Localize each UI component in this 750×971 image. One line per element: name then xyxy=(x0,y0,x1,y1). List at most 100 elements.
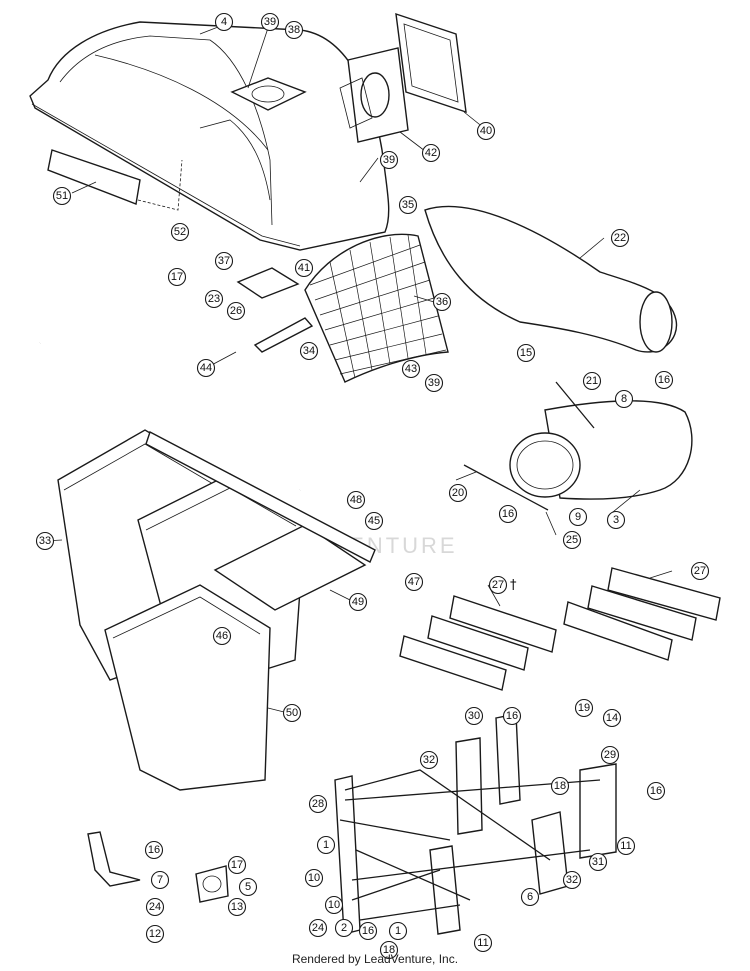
plate-41 xyxy=(236,267,300,299)
svg-text:35: 35 xyxy=(402,199,414,211)
svg-text:41: 41 xyxy=(298,262,310,274)
svg-text:16: 16 xyxy=(148,844,160,856)
callout-1b[interactable]: 1 xyxy=(388,921,408,941)
callout-25[interactable]: 25 xyxy=(562,530,582,550)
callout-38[interactable]: 38 xyxy=(284,20,304,40)
svg-text:4: 4 xyxy=(221,16,227,28)
callout-14[interactable]: 14 xyxy=(602,708,622,728)
svg-text:49: 49 xyxy=(352,596,364,608)
callout-16c[interactable]: 16 xyxy=(502,706,522,726)
callout-26[interactable]: 26 xyxy=(226,301,246,321)
chute-tube-upper xyxy=(424,205,678,353)
callout-15[interactable]: 15 xyxy=(516,343,536,363)
callout-20[interactable]: 20 xyxy=(448,483,468,503)
callout-41[interactable]: 41 xyxy=(294,258,314,278)
callout-2[interactable]: 2 xyxy=(334,918,354,938)
callout-22[interactable]: 22 xyxy=(610,228,630,248)
callout-49[interactable]: 49 xyxy=(348,592,368,612)
callout-35[interactable]: 35 xyxy=(398,195,418,215)
callout-31[interactable]: 31 xyxy=(588,852,608,872)
callout-12[interactable]: 12 xyxy=(145,924,165,944)
svg-text:37: 37 xyxy=(218,255,230,267)
credit-text: Rendered by LeadVenture, Inc. xyxy=(291,952,459,966)
callout-40[interactable]: 40 xyxy=(476,121,496,141)
callout-39[interactable]: 39 xyxy=(260,12,280,32)
callout-17[interactable]: 17 xyxy=(167,267,187,287)
svg-text:21: 21 xyxy=(586,375,598,387)
callout-32b[interactable]: 32 xyxy=(562,870,582,890)
callout-28[interactable]: 28 xyxy=(308,794,328,814)
callout-43[interactable]: 43 xyxy=(401,359,421,379)
callout-23[interactable]: 23 xyxy=(204,289,224,309)
svg-text:29: 29 xyxy=(604,749,616,761)
callout-6[interactable]: 6 xyxy=(520,887,540,907)
svg-text:18: 18 xyxy=(383,944,395,956)
callout-5[interactable]: 5 xyxy=(238,877,258,897)
callout-45[interactable]: 45 xyxy=(364,511,384,531)
callout-1a[interactable]: 1 xyxy=(316,835,336,855)
callout-46[interactable]: 46 xyxy=(212,626,232,646)
callout-27a[interactable]: 27 xyxy=(488,575,508,595)
gasket xyxy=(395,12,467,114)
callout-36[interactable]: 36 xyxy=(432,292,452,312)
svg-text:17: 17 xyxy=(171,271,183,283)
svg-text:9: 9 xyxy=(575,511,581,523)
callout-30[interactable]: 30 xyxy=(464,706,484,726)
svg-text:48: 48 xyxy=(350,494,362,506)
callout-13[interactable]: 13 xyxy=(227,897,247,917)
callout-37[interactable]: 37 xyxy=(214,251,234,271)
callout-18a[interactable]: 18 xyxy=(550,776,570,796)
callout-24a[interactable]: 24 xyxy=(308,918,328,938)
callout-24b[interactable]: 24 xyxy=(145,897,165,917)
callout-27b[interactable]: 27 xyxy=(690,561,710,581)
svg-text:16: 16 xyxy=(658,374,670,386)
svg-text:22: 22 xyxy=(614,232,626,244)
leader-lines xyxy=(43,21,673,714)
callout-21[interactable]: 21 xyxy=(582,371,602,391)
callout-44[interactable]: 44 xyxy=(196,358,216,378)
callout-51[interactable]: 51 xyxy=(52,186,72,206)
callout-9[interactable]: 9 xyxy=(568,507,588,527)
callout-16a[interactable]: 16 xyxy=(654,370,674,390)
callout-8[interactable]: 8 xyxy=(614,389,634,409)
rod-21 xyxy=(555,381,595,429)
callout-16e[interactable]: 16 xyxy=(358,921,378,941)
callout-4[interactable]: 4 xyxy=(214,12,234,32)
callout-18b[interactable]: 18 xyxy=(379,940,399,960)
bag-frame-49 xyxy=(213,524,367,611)
callout-32a[interactable]: 32 xyxy=(419,750,439,770)
callout-33[interactable]: 33 xyxy=(35,531,55,551)
callout-7[interactable]: 7 xyxy=(150,870,170,890)
svg-text:20: 20 xyxy=(452,487,464,499)
svg-text:14: 14 xyxy=(606,712,618,724)
callout-11b[interactable]: 11 xyxy=(473,933,493,953)
callout-50[interactable]: 50 xyxy=(282,703,302,723)
svg-text:17: 17 xyxy=(231,859,243,871)
callout-17b[interactable]: 17 xyxy=(227,855,247,875)
svg-text:24: 24 xyxy=(149,901,161,913)
dagger-mark: † xyxy=(510,578,517,593)
svg-text:32: 32 xyxy=(566,874,578,886)
callout-42[interactable]: 42 xyxy=(421,143,441,163)
callout-16f[interactable]: 16 xyxy=(144,840,164,860)
callout-10a[interactable]: 10 xyxy=(304,868,324,888)
bagger-cover xyxy=(29,21,390,251)
callout-48[interactable]: 48 xyxy=(346,490,366,510)
callout-52[interactable]: 52 xyxy=(170,222,190,242)
svg-text:18: 18 xyxy=(554,780,566,792)
callout-47[interactable]: 47 xyxy=(404,572,424,592)
callout-10b[interactable]: 10 xyxy=(324,895,344,915)
callout-39c[interactable]: 39 xyxy=(424,373,444,393)
svg-text:12: 12 xyxy=(149,928,161,940)
callout-3[interactable]: 3 xyxy=(606,510,626,530)
bracket-34 xyxy=(253,317,314,353)
callout-16d[interactable]: 16 xyxy=(646,781,666,801)
callout-16b[interactable]: 16 xyxy=(498,504,518,524)
callout-19[interactable]: 19 xyxy=(574,698,594,718)
callout-39b[interactable]: 39 xyxy=(379,150,399,170)
callout-29[interactable]: 29 xyxy=(600,745,620,765)
svg-text:13: 13 xyxy=(231,901,243,913)
callout-34[interactable]: 34 xyxy=(299,341,319,361)
callout-11a[interactable]: 11 xyxy=(616,836,636,856)
